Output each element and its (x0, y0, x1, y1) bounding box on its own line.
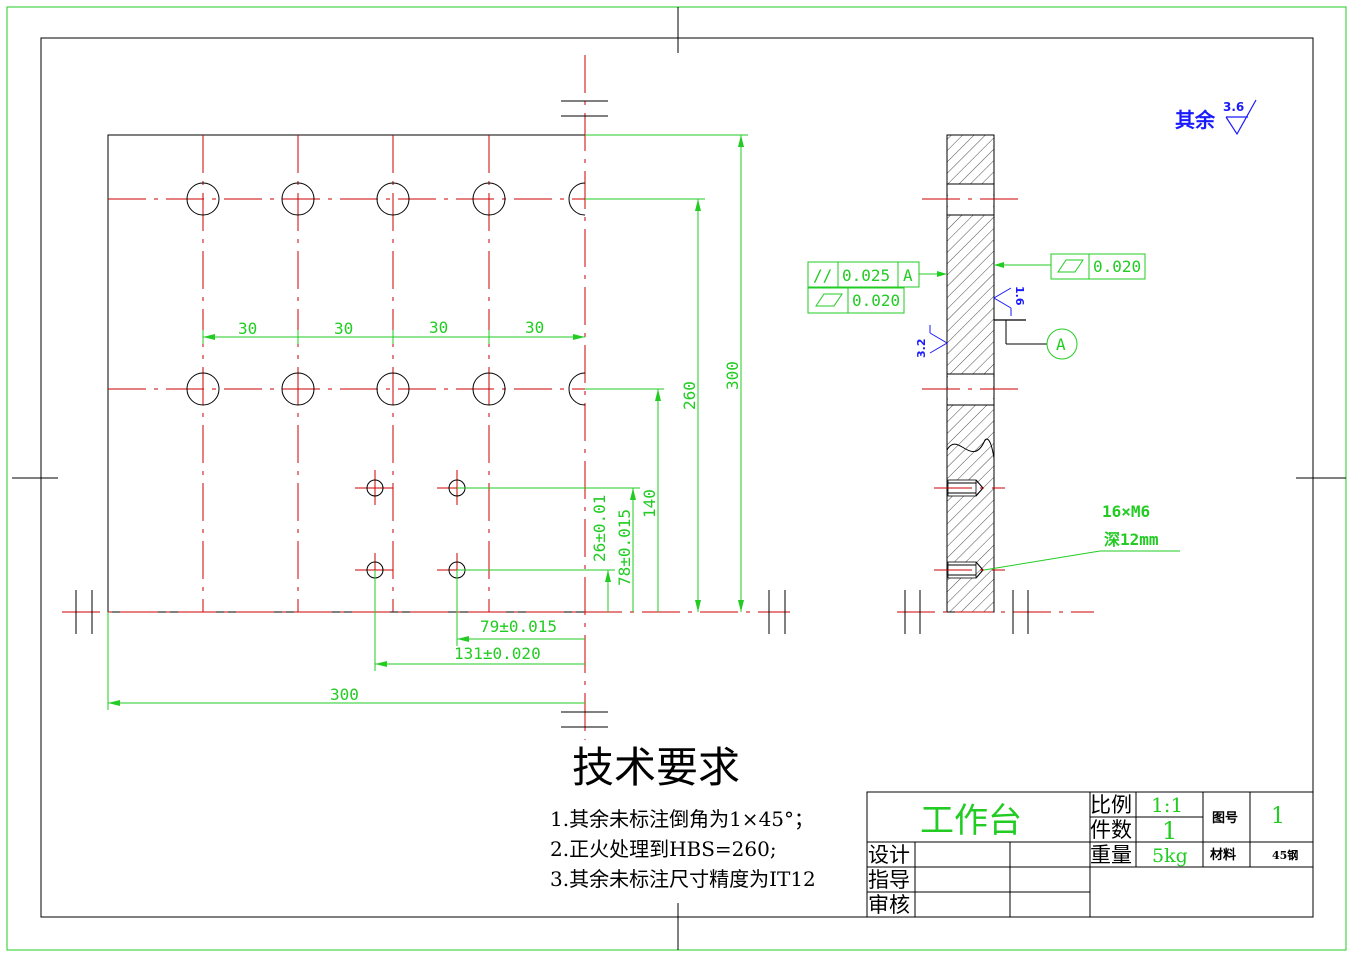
flatness-frame-left (807, 287, 905, 314)
dim-260: 260 (680, 381, 699, 410)
dim-131-tol: 131±0.020 (454, 644, 541, 663)
design-label: 设计 (868, 843, 910, 867)
dim-pitch-4: 30 (525, 318, 544, 337)
surface-note-value: 3.6 (1223, 100, 1244, 114)
title-block: 工作台 比例 1:1 件数 1 重量 5kg 图号 1 材料 45钢 设计 指导… (866, 791, 1314, 918)
material-label: 材料 (1210, 847, 1236, 863)
thread-note-line2: 深12mm (1104, 530, 1159, 549)
review-label: 审核 (868, 893, 910, 917)
parallelism-symbol: // (813, 266, 832, 285)
material-value: 45钢 (1272, 848, 1298, 862)
dim-pitch-2: 30 (334, 319, 353, 338)
dim-pitch-1: 30 (238, 319, 257, 338)
centering-marks (12, 7, 1346, 950)
dim-300-horizontal: 300 (330, 685, 359, 704)
flatness-frame-right (1050, 253, 1146, 280)
flatness-right-value: 0.020 (1093, 257, 1141, 276)
dwg-no-value: 1 (1271, 804, 1285, 829)
tech-req-item-1: 1.其余未标注倒角为1×45°； (550, 807, 814, 831)
roughness-right: 1.6 (1013, 286, 1026, 306)
surface-note-label: 其余 (1175, 108, 1216, 132)
gdt-annotations: // 0.025 A 0.020 0.020 3.2 1.6 A 16×M6 深… (807, 253, 1180, 571)
qty-value: 1 (1162, 817, 1177, 845)
dim-pitch-3: 30 (429, 318, 448, 337)
qty-label: 件数 (1090, 818, 1132, 842)
weight-label: 重量 (1090, 843, 1132, 867)
parallelism-datum: A (903, 266, 913, 285)
dim-78-tol: 78±0.015 (615, 509, 634, 586)
parallelism-value: 0.025 (842, 266, 890, 285)
side-view (897, 134, 1094, 634)
datum-label: A (1056, 335, 1066, 354)
scale-value: 1:1 (1151, 793, 1183, 817)
scale-label: 比例 (1090, 793, 1132, 817)
flatness-left-value: 0.020 (852, 291, 900, 310)
front-dimensions: 30 30 30 30 300 260 140 78±0.015 26±0.01… (107, 134, 748, 710)
thread-note-line1: 16×M6 (1102, 502, 1150, 521)
front-view (62, 55, 790, 740)
datum-circle (1046, 328, 1078, 360)
dim-140: 140 (640, 489, 659, 518)
technical-requirements: 技术要求 1.其余未标注倒角为1×45°； 2.正火处理到HBS=260; 3.… (550, 743, 816, 891)
tech-req-item-3: 3.其余未标注尺寸精度为IT12 (550, 867, 816, 891)
dim-26-tol: 26±0.01 (590, 495, 609, 562)
dim-300-vertical: 300 (723, 361, 742, 390)
tech-req-title: 技术要求 (572, 743, 740, 792)
dwg-no-label: 图号 (1212, 811, 1238, 826)
guide-label: 指导 (868, 868, 910, 892)
weight-value: 5kg (1152, 845, 1188, 867)
tech-req-item-2: 2.正火处理到HBS=260; (550, 837, 777, 861)
roughness-left: 3.2 (915, 339, 928, 359)
part-name: 工作台 (920, 801, 1022, 841)
surface-roughness-note: 其余 3.6 (1175, 99, 1257, 136)
dim-79-tol: 79±0.015 (480, 617, 557, 636)
